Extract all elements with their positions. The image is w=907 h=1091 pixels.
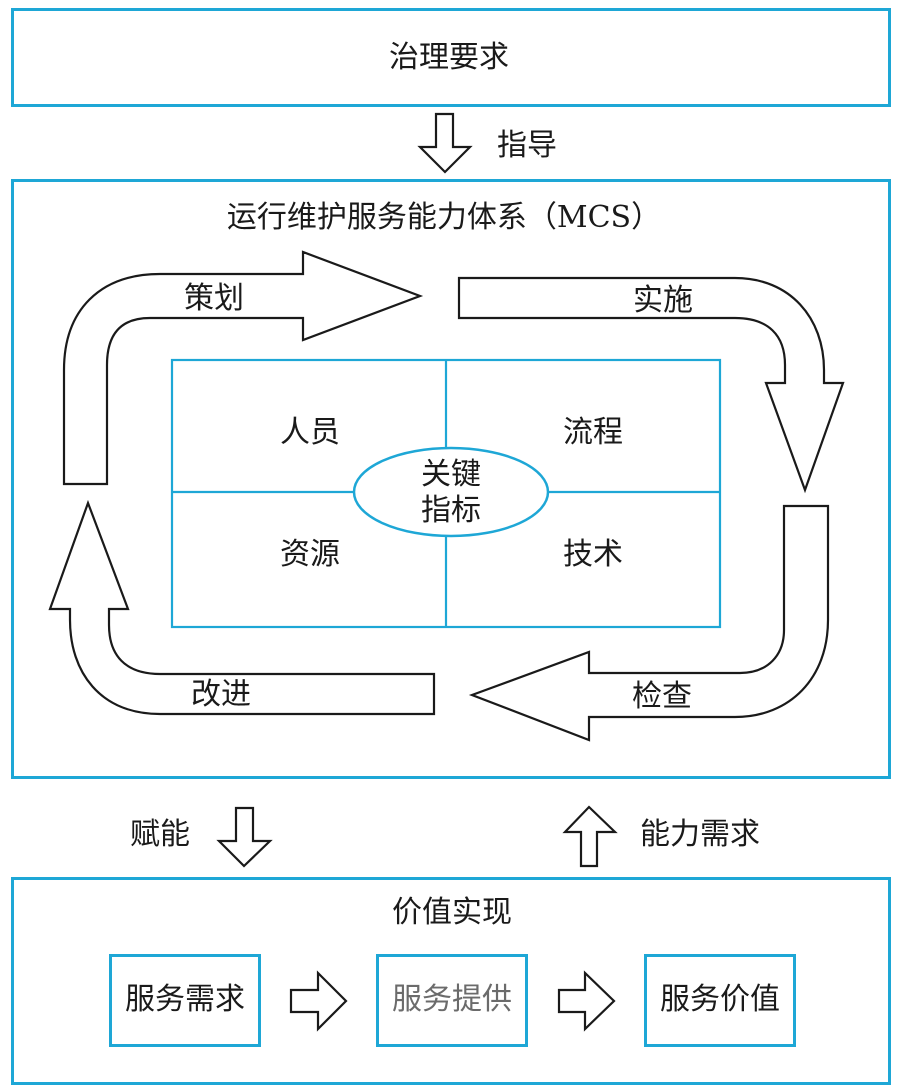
step-arrow-2-icon [557,970,616,1032]
quadrant-process: 流程 [563,415,623,450]
step-box-service-demand [109,954,261,1047]
check-arrow-icon [468,504,830,742]
cycle-label-plan: 策划 [184,281,244,316]
governance-requirements-title: 治理要求 [389,40,509,75]
cycle-label-implement: 实施 [633,283,693,318]
quadrant-technology: 技术 [563,537,623,572]
guide-down-arrow-icon [417,112,473,174]
implement-arrow-icon [457,276,845,494]
guide-label: 指导 [497,128,557,163]
mcs-title: 运行维护服务能力体系（MCS） [226,200,662,235]
capability-demand-label: 能力需求 [640,817,760,852]
key-indicators-line1: 关键 [421,457,481,492]
empower-down-arrow-icon [216,806,273,868]
quadrant-resources: 资源 [280,537,340,572]
step-box-service-provision [376,954,528,1047]
step-label-service-value: 服务价值 [660,982,780,1017]
quadrant-people: 人员 [280,415,340,450]
cycle-label-improve: 改进 [191,677,251,712]
step-label-service-provision: 服务提供 [392,982,512,1017]
key-indicators-ellipse [352,446,550,538]
step-arrow-1-icon [289,970,348,1032]
improve-arrow-icon [48,499,436,716]
empower-label: 赋能 [130,817,190,852]
key-indicators-line2: 指标 [421,493,481,528]
step-label-service-demand: 服务需求 [125,982,245,1017]
cycle-label-check: 检查 [632,679,692,714]
governance-requirements-box [11,8,891,107]
value-realization-title: 价值实现 [392,895,512,930]
plan-arrow-icon [62,250,424,486]
capability-demand-up-arrow-icon [562,805,618,868]
step-box-service-value [644,954,796,1047]
